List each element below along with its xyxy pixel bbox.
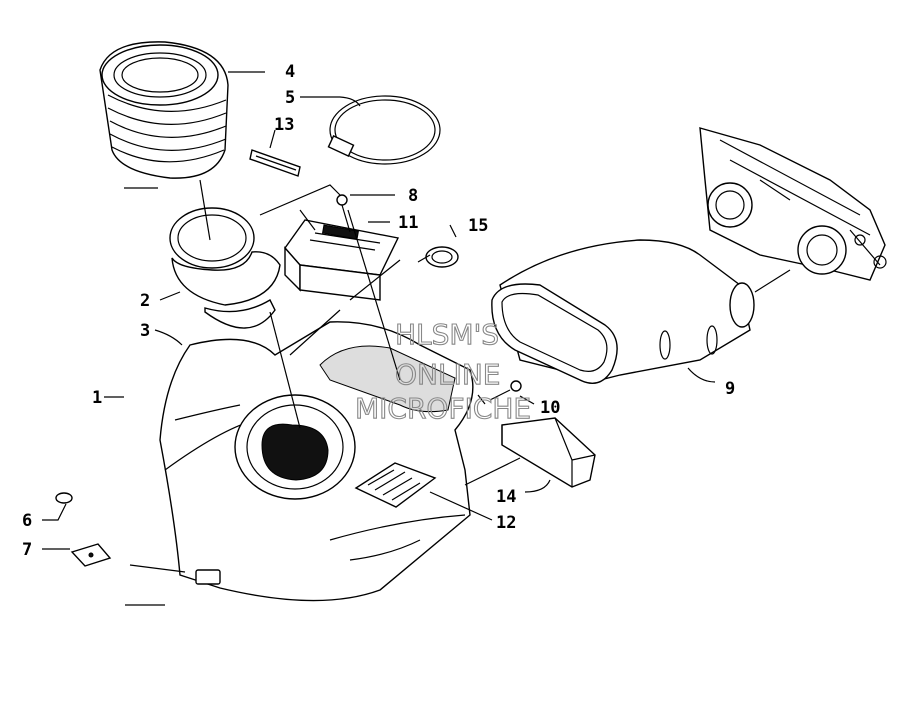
bellows-boot: [99, 41, 229, 179]
callout-10: 10: [540, 398, 560, 418]
callout-labels: 1 2 3 4 5 13 8 11 15 6 7 9 10 14 12: [22, 62, 735, 560]
callout-5: 5: [285, 88, 295, 108]
intake-adapter: [169, 207, 281, 329]
filter-element: [284, 219, 400, 301]
clamp: [327, 95, 441, 165]
callout-1: 1: [92, 388, 102, 408]
callout-13: 13: [274, 115, 294, 135]
callout-8: 8: [408, 186, 418, 206]
small-plate: [70, 543, 112, 567]
callout-11: 11: [398, 213, 418, 233]
watermark-line-2: ONLINE: [395, 358, 500, 391]
callout-9: 9: [725, 379, 735, 399]
airbox-housing: [159, 321, 474, 602]
leader-lines: [42, 71, 791, 606]
decal-label: [354, 462, 437, 508]
callout-14: 14: [496, 487, 516, 507]
callout-4: 4: [285, 62, 295, 82]
watermark-line-3: MICROFICHE: [355, 392, 531, 425]
air-duct: [491, 239, 755, 384]
watermark: HLSM'S ONLINE MICROFICHE: [354, 317, 531, 425]
callout-7: 7: [22, 540, 32, 560]
watermark-line-1: HLSM'S: [395, 318, 499, 351]
small-grommet: [55, 492, 73, 504]
foam-strip: [249, 149, 301, 177]
screw: [336, 194, 351, 233]
callout-15: 15: [468, 216, 488, 236]
callout-6: 6: [22, 511, 32, 531]
callout-3: 3: [140, 321, 150, 341]
foam-block: [501, 417, 596, 488]
callout-2: 2: [140, 291, 150, 311]
carburetor-assembly: [699, 127, 887, 281]
grommet: [425, 246, 459, 268]
callout-12: 12: [496, 513, 516, 533]
bolt: [477, 380, 522, 405]
